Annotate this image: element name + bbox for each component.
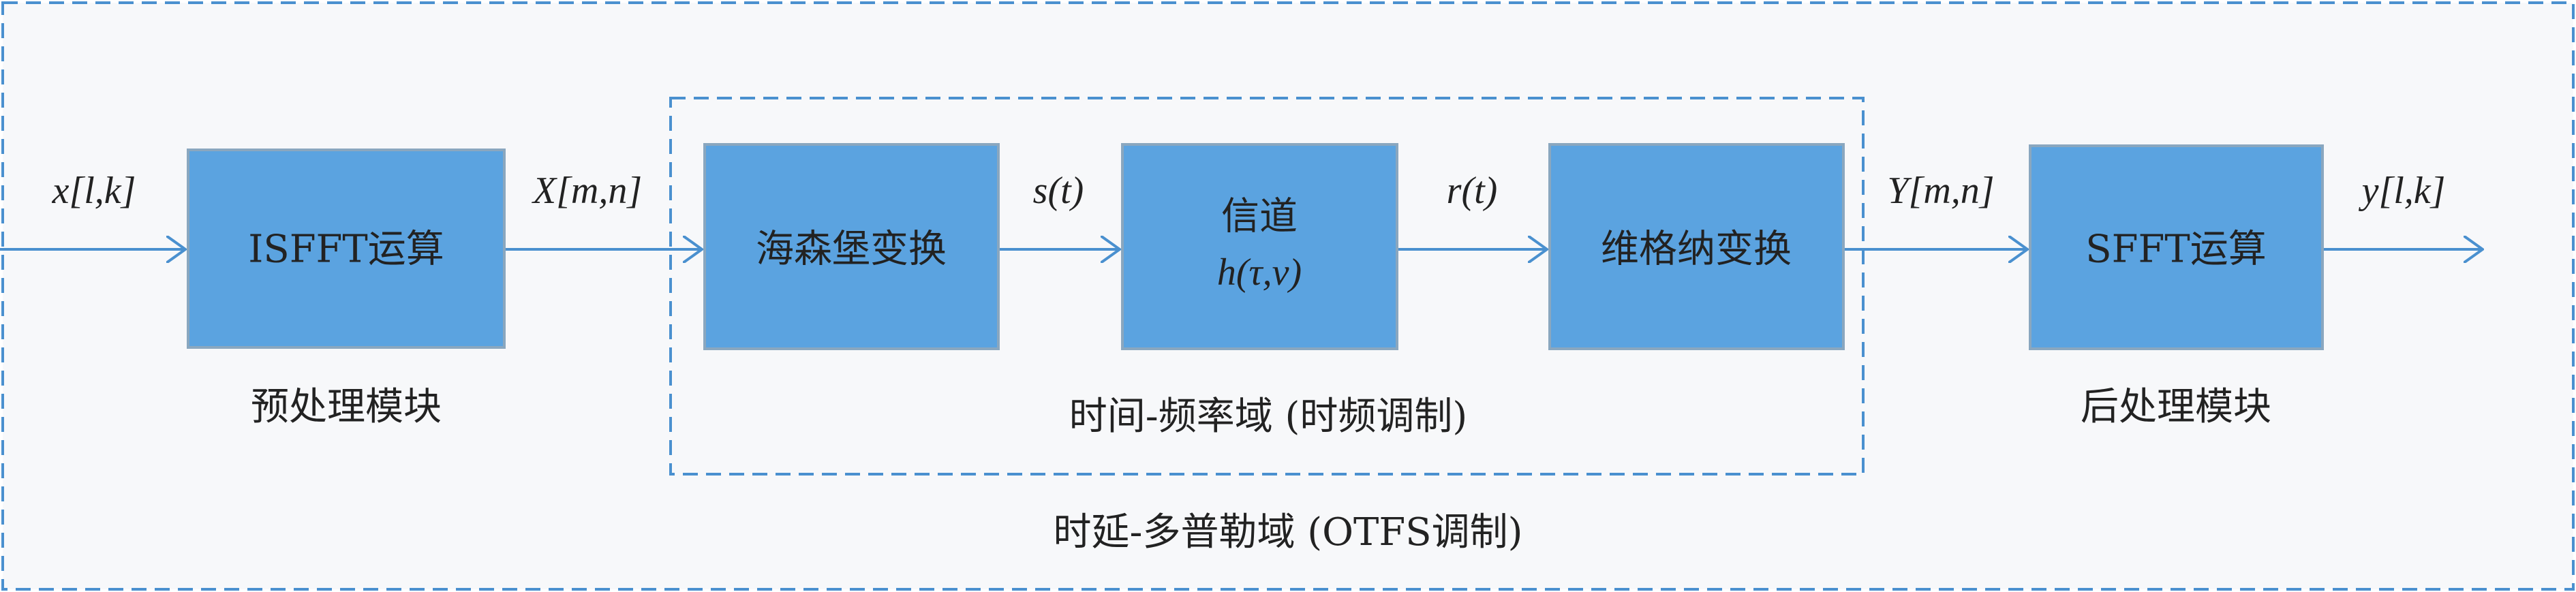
heisenberg-block: 海森堡变换 <box>703 143 1000 350</box>
channel-block-formula: h(τ,v) <box>1217 251 1302 294</box>
wigner-block: 维格纳变换 <box>1548 143 1845 350</box>
channel-block: 信道 h(τ,v) <box>1121 143 1398 350</box>
sfft-block: SFFT运算 <box>2029 144 2324 350</box>
signal-after-heisenberg-label: s(t) <box>1033 170 1084 212</box>
isfft-block-caption: 预处理模块 <box>251 385 442 429</box>
isfft-block: ISFFT运算 <box>187 149 506 349</box>
outer-region-label: 时延-多普勒域 (OTFS调制) <box>1054 510 1523 555</box>
sfft-block-label: SFFT运算 <box>2085 228 2266 272</box>
inner-region-border <box>669 97 1865 476</box>
inner-region-label: 时间-频率域 (时频调制) <box>1069 394 1467 439</box>
signal-input-label: x[l,k] <box>52 170 136 212</box>
sfft-block-caption: 后处理模块 <box>2081 385 2271 429</box>
signal-after-wigner-label: Y[m,n] <box>1887 170 1994 212</box>
signal-after-isfft-label: X[m,n] <box>532 170 642 212</box>
heisenberg-block-label: 海森堡变换 <box>756 228 947 272</box>
signal-output-label: y[l,k] <box>2359 170 2446 212</box>
isfft-block-label: ISFFT运算 <box>248 228 444 272</box>
wigner-block-label: 维格纳变换 <box>1601 228 1792 272</box>
signal-after-channel-label: r(t) <box>1447 170 1498 212</box>
channel-block-label: 信道 <box>1221 195 1298 239</box>
